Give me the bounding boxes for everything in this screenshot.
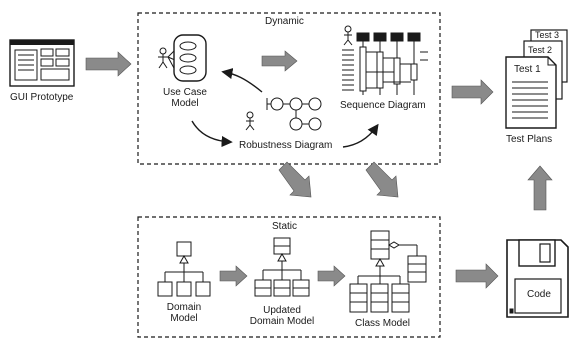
updated-domain-model-icon <box>254 237 310 297</box>
dynamic-title: Dynamic <box>265 16 304 27</box>
domain-model-label-line1: Domain <box>166 302 202 313</box>
arrow-code-to-testplans <box>527 165 553 211</box>
sequence-diagram-label: Sequence Diagram <box>340 100 426 111</box>
test-2-sheet-label: Test 2 <box>528 45 553 55</box>
code-floppy-disk-icon <box>506 239 569 318</box>
arrow-static-to-code <box>455 263 499 289</box>
domain-model-label: Domain Model <box>158 302 210 324</box>
domain-model-label-line2: Model <box>170 313 198 324</box>
updated-domain-model-label-line1: Updated <box>263 305 301 316</box>
test-plans-icon <box>505 29 568 129</box>
class-model-icon <box>349 230 427 313</box>
static-title: Static <box>272 221 298 232</box>
code-label: Code <box>527 289 551 300</box>
updated-domain-model-label-line2: Domain Model <box>249 316 315 327</box>
use-case-model-label-line2: Model <box>171 98 199 109</box>
static-box <box>137 216 441 338</box>
arrow-updated-to-class <box>317 265 346 287</box>
arrow-dynamic-to-static-left <box>278 161 312 198</box>
curve-arrow-robustness-to-usecase <box>221 67 263 93</box>
test-1-sheet-label: Test 1 <box>514 64 541 75</box>
test-3-sheet-label: Test 3 <box>535 30 560 40</box>
curve-arrow-robustness-to-sequence <box>342 123 379 148</box>
use-case-model-icon <box>158 34 207 82</box>
gui-prototype-label: GUI Prototype <box>10 92 74 103</box>
curve-arrow-usecase-to-robustness <box>191 120 233 148</box>
test-plans-label: Test Plans <box>506 134 553 145</box>
use-case-model-label-line1: Use Case <box>163 87 207 98</box>
arrow-domain-to-updated <box>219 265 248 287</box>
gui-prototype-icon <box>9 39 75 87</box>
arrow-usecase-to-sequence <box>261 50 298 72</box>
updated-domain-model-label: Updated Domain Model <box>242 305 322 327</box>
arrow-dynamic-to-static-right <box>365 161 399 198</box>
sequence-diagram-icon <box>342 25 428 95</box>
robustness-diagram-label: Robustness Diagram <box>239 140 333 151</box>
arrow-dynamic-to-testplans <box>451 79 494 105</box>
class-model-label: Class Model <box>355 318 411 329</box>
arrow-gui-to-dynamic <box>85 51 132 77</box>
use-case-model-label: Use Case Model <box>160 87 210 109</box>
robustness-diagram-icon <box>245 97 322 131</box>
domain-model-icon <box>157 241 211 297</box>
